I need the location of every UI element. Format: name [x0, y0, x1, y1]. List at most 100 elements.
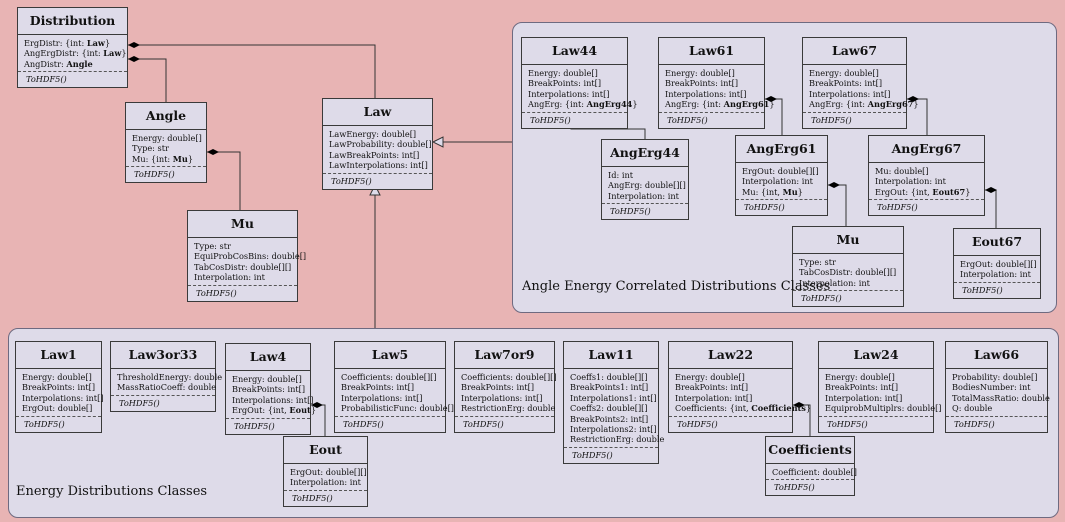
class-operation: ToHDF5() [331, 175, 372, 186]
attribute: Mu: {int: Mu} [132, 153, 194, 164]
attribute: Interpolations: int[] [22, 392, 104, 403]
attribute: ErgOut: double[][] [960, 259, 1037, 269]
class-attributes: Energy: double[]BreakPoints: int[]Interp… [819, 369, 942, 417]
attribute: ErgOut: double[][] [290, 467, 367, 477]
attribute: Interpolation: int [960, 269, 1031, 280]
attribute: LawProbability: double[] [329, 139, 432, 150]
angle-energy-group-label: Angle Energy Correlated Distributions Cl… [522, 279, 831, 294]
class-operation: ToHDF5() [463, 418, 504, 429]
attribute: Mu: {int, Mu} [742, 186, 803, 197]
class-attributes: Coefficients: double[][]BreakPoints: int… [335, 369, 454, 417]
class-name: Law [323, 99, 432, 126]
attribute: Interpolation: int[] [675, 392, 753, 403]
class-operation: ToHDF5() [292, 492, 333, 503]
attribute: Coefficient: double[] [772, 467, 857, 477]
attribute: MassRatioCoeff: double [117, 382, 217, 393]
class-attributes: ErgDistr: {int: Law}AngErgDistr: {int: L… [18, 35, 127, 73]
class-operation: ToHDF5() [234, 420, 275, 431]
attribute: Energy: double[] [665, 68, 735, 78]
attribute: BreakPoints: int[] [825, 382, 899, 393]
class-operation: ToHDF5() [119, 397, 160, 408]
class-attributes: ErgOut: double[][]Interpolation: int [954, 256, 1040, 283]
link-angerg61-mu [828, 182, 847, 226]
class-operation: ToHDF5() [343, 418, 384, 429]
attribute: ThresholdEnergy: double [117, 372, 223, 382]
attribute: Interpolation: int [742, 176, 813, 187]
attribute: ErgOut: double[][] [742, 166, 819, 176]
class-attributes: Energy: double[]BreakPoints: int[]Interp… [659, 65, 775, 113]
class-operation: ToHDF5() [774, 482, 815, 493]
attribute: Interpolation: int [194, 272, 265, 283]
class-name: Eout [284, 437, 367, 464]
attribute: Type: str [799, 257, 836, 267]
attribute: BreakPoints1: int[] [570, 382, 649, 393]
attribute: Energy: double[] [809, 68, 879, 78]
attribute: Interpolations: int[] [528, 88, 610, 99]
link-law61-angerg61 [765, 96, 783, 135]
class-name: Law1 [16, 342, 101, 369]
attribute: AngErg: {int: AngErg67} [809, 99, 919, 110]
attribute: AngErgDistr: {int: Law} [24, 48, 127, 59]
attribute: Type: str [194, 241, 231, 251]
attribute: LawEnergy: double[] [329, 129, 417, 139]
link-angerg67-eout67 [985, 187, 997, 228]
link-distribution-law [128, 42, 376, 98]
class-operation: ToHDF5() [530, 114, 571, 125]
attribute: Interpolations1: int[] [570, 392, 657, 403]
class-operation: ToHDF5() [801, 293, 842, 304]
attribute: TotalMassRatio: double [952, 392, 1050, 403]
attribute: Energy: double[] [528, 68, 598, 78]
attribute: Interpolations: int[] [341, 392, 423, 403]
attribute: ErgDistr: {int: Law} [24, 38, 111, 48]
class-name: Law67 [803, 38, 906, 65]
attribute: AngErg: {int: AngErg44} [528, 99, 638, 110]
class-name: Law4 [226, 344, 310, 371]
attribute: Id: int [608, 170, 634, 180]
class-attributes: Coeffs1: double[][]BreakPoints1: int[]In… [564, 369, 664, 448]
attribute: RestrictionErg: double [461, 403, 556, 414]
attribute: BreakPoints: int[] [809, 78, 883, 89]
attribute: ProbabilisticFunc: double[] [341, 403, 454, 414]
class-name: AngErg67 [869, 136, 984, 163]
class-name: Distribution [18, 8, 127, 35]
class-attributes: Energy: double[]BreakPoints: int[]Interp… [803, 65, 919, 113]
attribute: BreakPoints: int[] [461, 382, 535, 393]
attribute: ErgOut: {int, Eout67} [875, 186, 971, 197]
class-attributes: Coefficient: double[] [766, 464, 857, 481]
class-operation: ToHDF5() [610, 206, 651, 217]
link-law22-coefficients [793, 402, 811, 436]
class-attributes: LawEnergy: double[]LawProbability: doubl… [323, 126, 432, 174]
class-name: Law66 [946, 342, 1047, 369]
class-operation: ToHDF5() [134, 169, 175, 180]
class-name: Angle [126, 103, 206, 130]
class-name: Law11 [564, 342, 658, 369]
class-name: Law7or9 [455, 342, 554, 369]
attribute: Probability: double[] [952, 372, 1038, 382]
class-attributes: Energy: double[]BreakPoints: int[]Interp… [522, 65, 638, 113]
attribute: BreakPoints2: int[] [570, 413, 649, 424]
attribute: Energy: double[] [132, 133, 202, 143]
class-operation: ToHDF5() [962, 284, 1003, 295]
attribute: Interpolations: int[] [461, 392, 543, 403]
class-name: Law61 [659, 38, 764, 65]
